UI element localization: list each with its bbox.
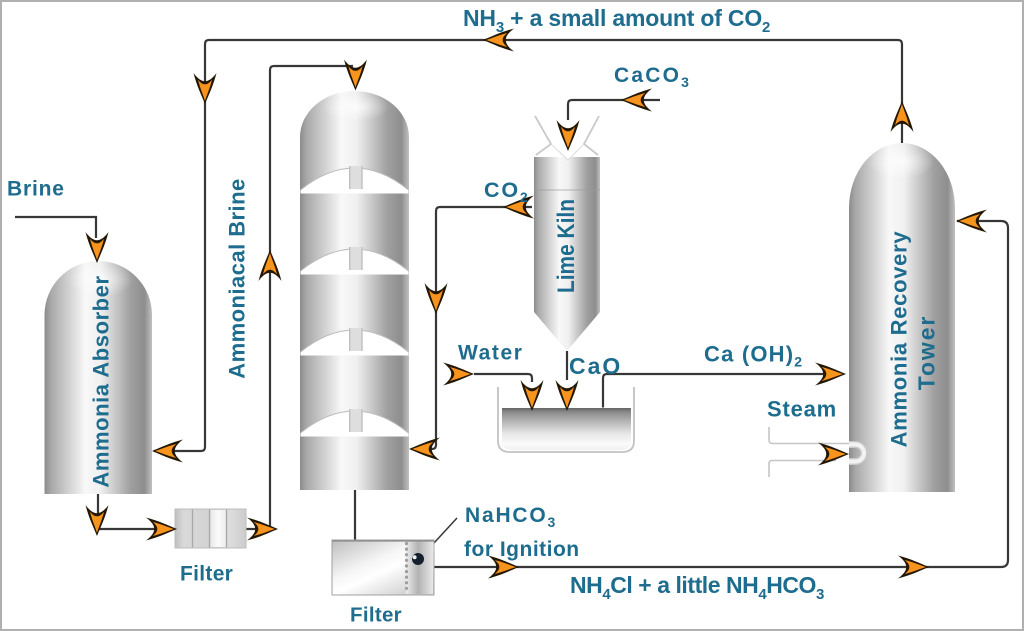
svg-text:Water: Water <box>458 342 524 365</box>
svg-text:NH4Cl + a little NH4HCO3: NH4Cl + a little NH4HCO3 <box>570 572 824 603</box>
svg-text:CaCO3: CaCO3 <box>614 64 691 90</box>
svg-text:Ammoniacal Brine: Ammoniacal Brine <box>225 178 250 378</box>
svg-text:NaHCO3: NaHCO3 <box>465 504 557 530</box>
svg-text:Steam: Steam <box>767 397 837 422</box>
svg-text:Ammonia Absorber: Ammonia Absorber <box>89 275 114 487</box>
svg-text:CaO: CaO <box>569 353 622 379</box>
svg-text:Ammonia Recovery: Ammonia Recovery <box>887 231 912 448</box>
svg-text:NH3 + a small amount of CO2: NH3 + a small amount of CO2 <box>463 5 770 36</box>
svg-text:for Ignition: for Ignition <box>464 538 580 561</box>
svg-text:Lime Kiln: Lime Kiln <box>553 199 580 293</box>
svg-text:Brine: Brine <box>7 178 65 201</box>
svg-text:Filter: Filter <box>350 604 402 627</box>
svg-text:Tower: Tower <box>914 315 940 391</box>
svg-text:Filter: Filter <box>180 563 233 586</box>
svg-text:Ca (OH)2: Ca (OH)2 <box>704 342 803 370</box>
